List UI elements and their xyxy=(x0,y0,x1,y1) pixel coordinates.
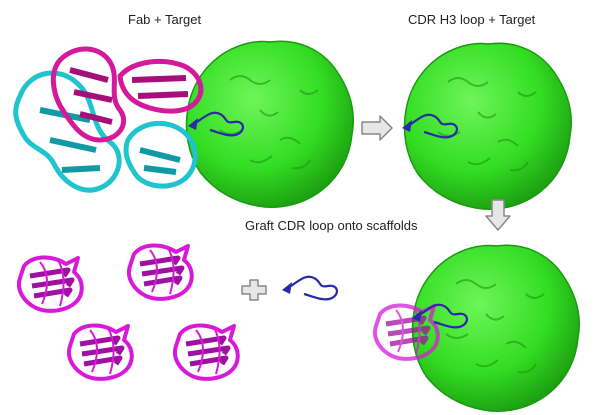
target-protein-2 xyxy=(403,42,573,211)
label-graft: Graft CDR loop onto scaffolds xyxy=(245,218,418,233)
plus-icon xyxy=(241,279,267,301)
scaffold-2 xyxy=(129,246,192,299)
down-arrow-icon xyxy=(485,199,511,231)
scaffold-4 xyxy=(175,326,238,379)
target-protein-1 xyxy=(185,40,355,209)
scaffold-1 xyxy=(19,258,82,311)
fab-heavy-chain xyxy=(50,46,204,143)
scaffold-3 xyxy=(69,326,132,379)
right-arrow-icon xyxy=(361,115,393,141)
fab-light-chain xyxy=(13,70,198,193)
label-fab-target: Fab + Target xyxy=(128,12,202,27)
label-cdr-h3-target: CDR H3 loop + Target xyxy=(408,12,536,27)
cdr-loop-free xyxy=(280,275,339,301)
